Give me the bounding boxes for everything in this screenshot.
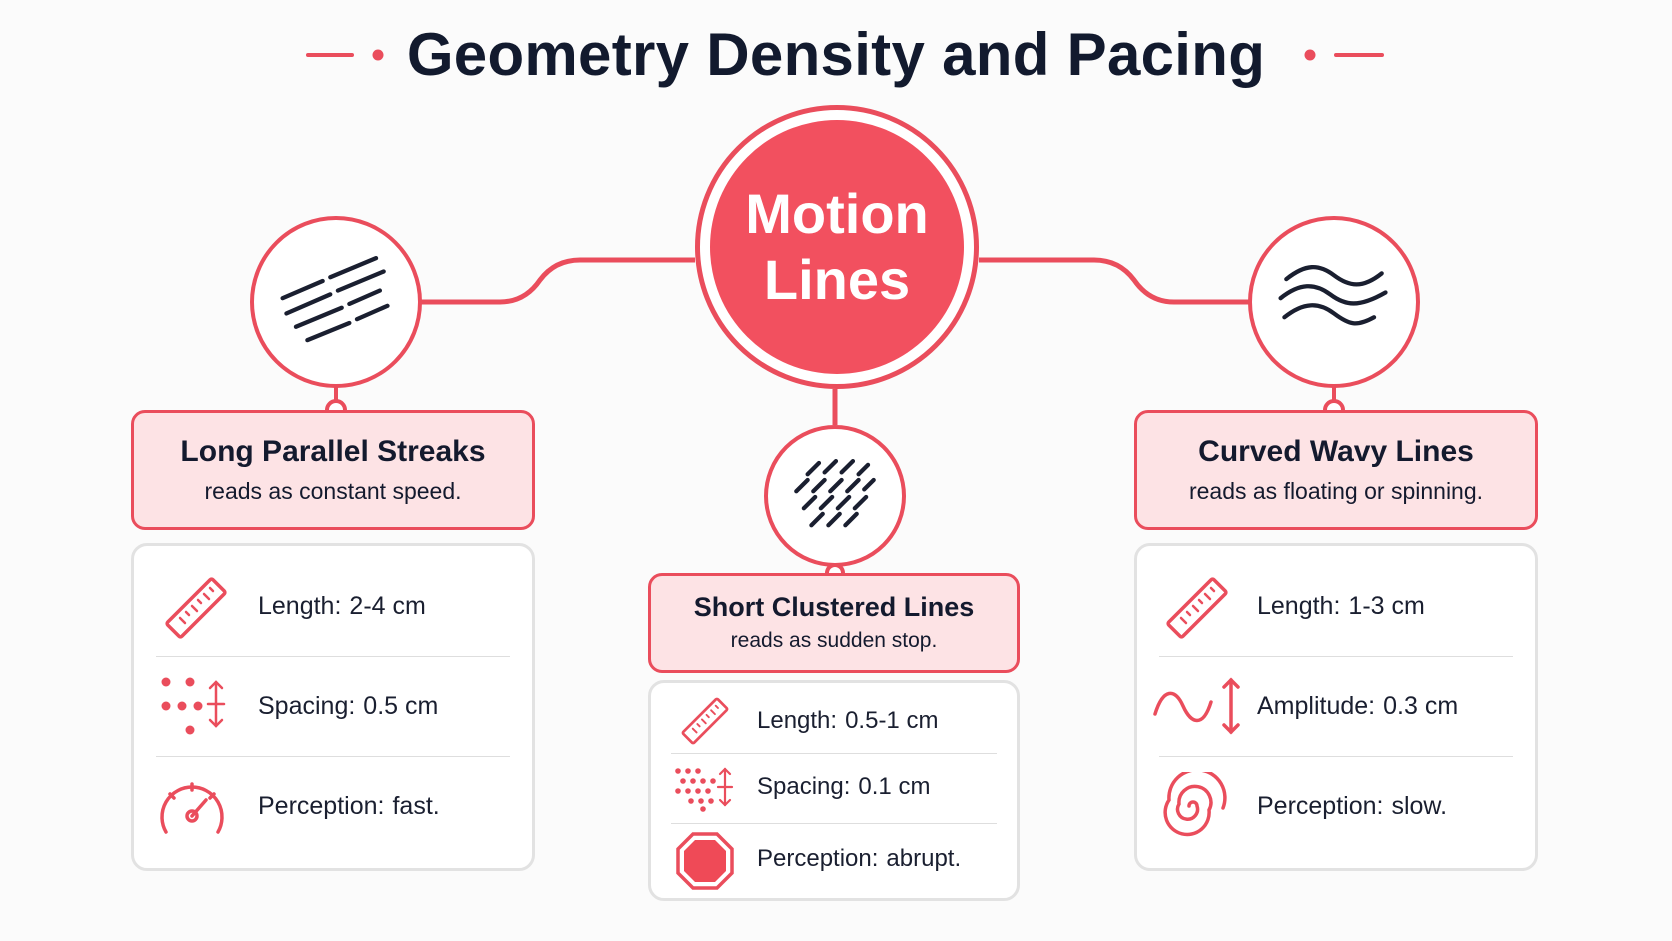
speedometer-icon bbox=[154, 772, 230, 840]
connector-hub-right bbox=[979, 257, 1250, 305]
perception-label: Perception: bbox=[258, 792, 385, 820]
spacing-value: 0.1 cm bbox=[858, 773, 931, 800]
curved-wavy-lines-node bbox=[1248, 216, 1420, 388]
amplitude-label: Amplitude: bbox=[1257, 692, 1376, 720]
ruler-icon bbox=[1163, 574, 1231, 642]
branch-subtitle: reads as sudden stop. bbox=[730, 629, 938, 652]
length-value: 0.5-1 cm bbox=[845, 707, 939, 734]
curved-wavy-lines-details: Length:1-3 cm Amplitude:0.3 cm bbox=[1134, 543, 1538, 871]
amplitude-value: 0.3 cm bbox=[1383, 692, 1459, 720]
length-label: Length: bbox=[757, 707, 838, 734]
dot-spacing-icon bbox=[158, 674, 230, 738]
perception-label: Perception: bbox=[1257, 792, 1384, 820]
row-divider bbox=[671, 753, 997, 754]
row-divider bbox=[671, 823, 997, 824]
spacing-label: Spacing: bbox=[757, 773, 851, 800]
row-divider bbox=[156, 656, 510, 657]
length-row-text: Length:2-4 cm bbox=[258, 592, 426, 621]
curved-wavy-lines-icon bbox=[1278, 265, 1388, 326]
perception-row-text: Perception: abrupt. bbox=[757, 845, 961, 873]
perception-row-text: Perception:slow. bbox=[1257, 792, 1447, 821]
perception-value: fast. bbox=[392, 792, 440, 820]
perception-value: abrupt. bbox=[886, 845, 962, 872]
wave-amplitude-icon bbox=[1151, 674, 1243, 738]
branch-title: Curved Wavy Lines bbox=[1198, 435, 1474, 468]
branch-title: Long Parallel Streaks bbox=[180, 435, 486, 468]
spiral-icon bbox=[1159, 772, 1227, 840]
long-parallel-streaks-details: Length:2-4 cm Spacing:0.5 cm bbox=[131, 543, 535, 871]
short-clustered-lines-header: Short Clustered Lines reads as sudden st… bbox=[648, 573, 1020, 673]
long-parallel-streaks-node bbox=[250, 216, 422, 388]
spacing-row-text: Spacing:0.5 cm bbox=[258, 692, 438, 721]
hub-fill: Motion Lines bbox=[710, 120, 964, 374]
perception-row-text: Perception:fast. bbox=[258, 792, 440, 821]
stop-sign-icon bbox=[675, 831, 735, 891]
page-title: Geometry Density and Pacing bbox=[406, 21, 1266, 88]
hub-node: Motion Lines bbox=[695, 105, 979, 389]
amplitude-row-text: Amplitude:0.3 cm bbox=[1257, 692, 1458, 721]
row-divider bbox=[1159, 656, 1513, 657]
dense-dot-spacing-icon bbox=[673, 763, 735, 813]
ruler-icon bbox=[162, 574, 230, 642]
perception-label: Perception: bbox=[757, 845, 879, 872]
branch-title: Short Clustered Lines bbox=[693, 592, 975, 622]
spacing-value: 0.5 cm bbox=[363, 692, 439, 720]
length-row-text: Length:1-3 cm bbox=[1257, 592, 1425, 621]
spacing-label: Spacing: bbox=[258, 692, 356, 720]
length-label: Length: bbox=[1257, 592, 1341, 620]
connector-hub-left bbox=[420, 257, 695, 305]
length-value: 2-4 cm bbox=[349, 592, 426, 620]
short-clustered-lines-icon bbox=[794, 458, 876, 528]
curved-wavy-lines-header: Curved Wavy Lines reads as floating or s… bbox=[1134, 410, 1538, 530]
length-label: Length: bbox=[258, 592, 342, 620]
long-parallel-streaks-header: Long Parallel Streaks reads as constant … bbox=[131, 410, 535, 530]
title-area: Geometry Density and Pacing bbox=[0, 18, 1672, 92]
long-parallel-streaks-icon bbox=[280, 255, 390, 343]
ruler-icon bbox=[679, 695, 731, 747]
short-clustered-lines-node bbox=[764, 425, 906, 567]
length-row-text: Length: 0.5-1 cm bbox=[757, 707, 938, 735]
length-value: 1-3 cm bbox=[1348, 592, 1425, 620]
perception-value: slow. bbox=[1391, 792, 1448, 820]
row-divider bbox=[156, 756, 510, 757]
hub-label-line-2: Lines bbox=[763, 248, 911, 311]
branch-subtitle: reads as floating or spinning. bbox=[1188, 478, 1484, 504]
short-clustered-lines-details: Length: 0.5-1 cm Spacing: 0.1 cm bbox=[648, 680, 1020, 901]
row-divider bbox=[1159, 756, 1513, 757]
branch-subtitle: reads as constant speed. bbox=[204, 478, 462, 504]
hub-label-line-1: Motion bbox=[745, 182, 929, 245]
spacing-row-text: Spacing: 0.1 cm bbox=[757, 773, 930, 801]
